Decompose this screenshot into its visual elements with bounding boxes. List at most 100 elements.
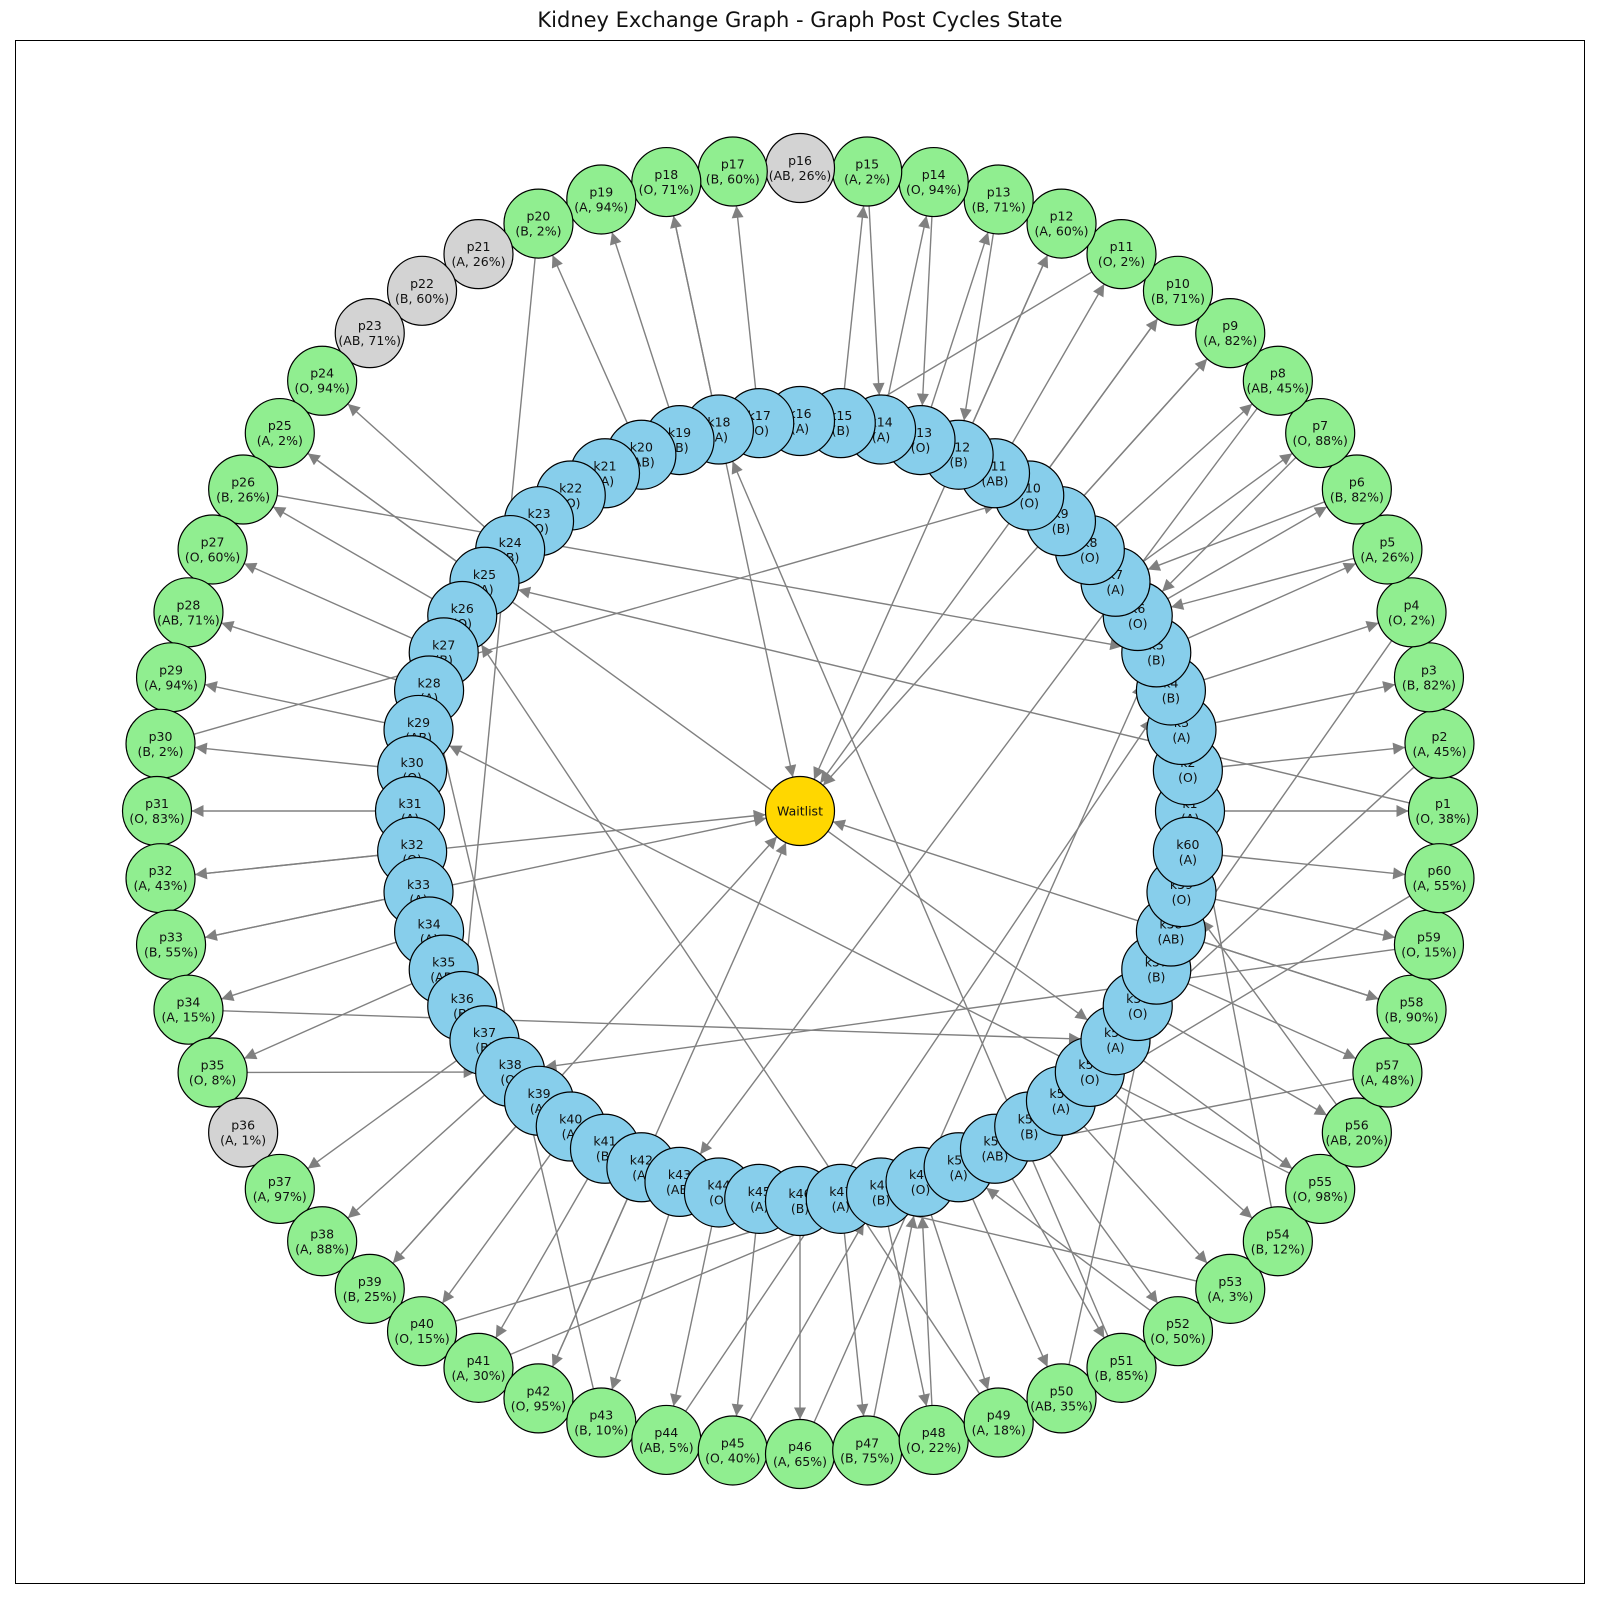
patient-node-p54[interactable]: p54(B, 12%) bbox=[1242, 1206, 1313, 1277]
patient-node-p55[interactable]: p55(O, 98%) bbox=[1285, 1153, 1356, 1225]
patient-node-p14[interactable]: p14(O, 94%) bbox=[898, 146, 969, 218]
patient-node-p12[interactable]: p12(A, 60%) bbox=[1026, 188, 1097, 259]
patient-node-p25-label: p25(A, 2%) bbox=[257, 418, 303, 448]
patient-node-p16[interactable]: p16(AB, 26%) bbox=[764, 132, 836, 204]
edge-k41-p41 bbox=[495, 1178, 589, 1339]
patient-node-p39[interactable]: p39(B, 25%) bbox=[334, 1253, 405, 1324]
patient-node-p25[interactable]: p25(A, 2%) bbox=[244, 397, 315, 469]
patient-node-p52[interactable]: p52(O, 50%) bbox=[1142, 1296, 1214, 1367]
patient-node-p42-label: p42(O, 95%) bbox=[511, 1383, 566, 1413]
patient-node-p48-circle bbox=[898, 1404, 969, 1476]
patient-node-p34[interactable]: p34(A, 15%) bbox=[153, 974, 224, 1045]
edge-k19-p19 bbox=[609, 232, 670, 408]
patient-node-p28-circle bbox=[153, 577, 224, 648]
patient-node-p13-label: p13(B, 71%) bbox=[972, 184, 1026, 214]
waitlist-node[interactable]: Waitlist bbox=[764, 775, 836, 847]
patient-node-p2[interactable]: p2(A, 45%) bbox=[1404, 708, 1475, 779]
patient-node-p35[interactable]: p35(O, 8%) bbox=[177, 1037, 248, 1108]
patient-node-p3[interactable]: p3(B, 82%) bbox=[1393, 642, 1465, 713]
patient-node-p19[interactable]: p19(A, 94%) bbox=[566, 164, 637, 235]
patient-node-p42[interactable]: p42(O, 95%) bbox=[503, 1363, 574, 1434]
patient-node-p23[interactable]: p23(AB, 71%) bbox=[334, 298, 405, 369]
patient-node-p59[interactable]: p59(O, 15%) bbox=[1393, 909, 1465, 980]
patient-node-p8[interactable]: p8(AB, 45%) bbox=[1242, 345, 1313, 416]
patient-node-p26[interactable]: p26(B, 26%) bbox=[208, 454, 279, 525]
edge-p7-k6 bbox=[1161, 456, 1297, 593]
patient-node-p8-label: p8(AB, 45%) bbox=[1247, 366, 1310, 396]
patient-node-p31[interactable]: p31(O, 83%) bbox=[121, 775, 193, 847]
patient-node-p46[interactable]: p46(A, 65%) bbox=[764, 1418, 836, 1490]
patient-node-p4[interactable]: p4(O, 2%) bbox=[1376, 577, 1447, 648]
patient-node-p49[interactable]: p49(A, 18%) bbox=[963, 1387, 1034, 1458]
patient-node-p35-circle bbox=[177, 1037, 248, 1108]
patient-node-p49-circle bbox=[963, 1387, 1034, 1458]
patient-node-p50[interactable]: p50(AB, 35%) bbox=[1026, 1363, 1097, 1434]
edge-k4-p4 bbox=[1203, 620, 1379, 681]
patient-node-p45[interactable]: p45(O, 40%) bbox=[697, 1415, 768, 1486]
patient-node-p13[interactable]: p13(B, 71%) bbox=[963, 164, 1034, 235]
patient-node-p18[interactable]: p18(O, 71%) bbox=[631, 146, 702, 218]
patient-node-p60[interactable]: p60(A, 55%) bbox=[1404, 843, 1475, 914]
patient-node-p33[interactable]: p33(B, 55%) bbox=[135, 909, 207, 980]
patient-node-p48[interactable]: p48(O, 22%) bbox=[898, 1404, 969, 1476]
patient-node-p57[interactable]: p57(A, 48%) bbox=[1352, 1037, 1423, 1108]
patient-node-p10[interactable]: p10(B, 71%) bbox=[1142, 255, 1214, 326]
patient-node-p51[interactable]: p51(B, 85%) bbox=[1086, 1332, 1157, 1403]
edge-k26-p26 bbox=[272, 506, 433, 600]
patient-node-p25-circle bbox=[244, 397, 315, 469]
patient-node-p52-label: p52(O, 50%) bbox=[1150, 1316, 1205, 1346]
patient-node-p28-label: p28(AB, 71%) bbox=[157, 597, 220, 627]
patient-node-p1[interactable]: p1(O, 38%) bbox=[1407, 775, 1479, 847]
patient-node-p14-label: p14(O, 94%) bbox=[906, 167, 961, 197]
patient-node-p29[interactable]: p29(A, 94%) bbox=[135, 642, 207, 713]
patient-node-p35-label: p35(O, 8%) bbox=[189, 1058, 236, 1088]
patient-node-p18-label: p18(O, 71%) bbox=[639, 167, 694, 197]
patient-node-p43[interactable]: p43(B, 10%) bbox=[566, 1387, 637, 1458]
patient-node-p22[interactable]: p22(B, 60%) bbox=[386, 255, 458, 326]
patient-node-p55-label: p55(O, 98%) bbox=[1293, 1174, 1348, 1204]
patient-node-p28[interactable]: p28(AB, 71%) bbox=[153, 577, 224, 648]
donor-node-k60[interactable]: k60(A) bbox=[1152, 816, 1223, 887]
patient-node-p24[interactable]: p24(O, 94%) bbox=[287, 345, 358, 416]
patient-node-p44[interactable]: p44(AB, 5%) bbox=[631, 1404, 702, 1476]
patient-node-p11[interactable]: p11(O, 2%) bbox=[1086, 219, 1157, 290]
patient-node-p58-label: p58(B, 90%) bbox=[1384, 995, 1438, 1025]
edge-k13-p13 bbox=[930, 232, 991, 408]
patient-node-p37[interactable]: p37(A, 97%) bbox=[244, 1153, 315, 1225]
patient-node-p31-label: p31(O, 83%) bbox=[129, 796, 184, 826]
patient-node-p32-label: p32(A, 43%) bbox=[133, 863, 187, 893]
patient-node-p20-circle bbox=[503, 188, 574, 259]
patient-node-p12-circle bbox=[1026, 188, 1097, 259]
edge-p57-k51 bbox=[1028, 1078, 1354, 1146]
edge-k50-p50 bbox=[972, 1198, 1049, 1368]
patient-node-p17[interactable]: p17(B, 60%) bbox=[697, 136, 768, 207]
waitlist-node-circle bbox=[764, 775, 836, 847]
patient-node-p32[interactable]: p32(A, 43%) bbox=[125, 843, 196, 914]
patient-node-p47[interactable]: p47(B, 75%) bbox=[832, 1415, 903, 1486]
donor-node-k44-label: k44(O) bbox=[707, 1177, 730, 1207]
patient-node-p6[interactable]: p6(B, 82%) bbox=[1321, 454, 1392, 525]
patient-node-p9[interactable]: p9(A, 82%) bbox=[1195, 298, 1266, 369]
patient-node-p40[interactable]: p40(O, 15%) bbox=[386, 1296, 458, 1367]
patient-node-p38[interactable]: p38(A, 88%) bbox=[287, 1206, 358, 1277]
patient-node-p58[interactable]: p58(B, 90%) bbox=[1376, 974, 1447, 1045]
patient-node-p53[interactable]: p53(A, 3%) bbox=[1195, 1253, 1266, 1324]
patient-node-p56[interactable]: p56(AB, 20%) bbox=[1321, 1097, 1392, 1168]
patient-node-p9-circle bbox=[1195, 298, 1266, 369]
patient-node-p27-label: p27(O, 60%) bbox=[185, 534, 240, 564]
patient-node-p15[interactable]: p15(A, 2%) bbox=[832, 136, 903, 207]
edge-p56-k59 bbox=[1201, 919, 1338, 1106]
patient-node-p21[interactable]: p21(A, 26%) bbox=[443, 219, 514, 290]
patient-node-p27[interactable]: p27(O, 60%) bbox=[177, 514, 248, 585]
edge-p10-Waitlist bbox=[819, 318, 1159, 784]
patient-node-p5[interactable]: p5(A, 26%) bbox=[1352, 514, 1423, 585]
patient-node-p41[interactable]: p41(A, 30%) bbox=[443, 1332, 514, 1403]
patient-node-p36[interactable]: p36(A, 1%) bbox=[208, 1097, 279, 1168]
edge-k24-p24 bbox=[347, 403, 486, 528]
edge-k15-p15 bbox=[843, 205, 869, 389]
patient-node-p30[interactable]: p30(B, 2%) bbox=[125, 708, 196, 779]
patient-node-p7[interactable]: p7(O, 88%) bbox=[1285, 397, 1356, 469]
patient-node-p5-circle bbox=[1352, 514, 1423, 585]
patient-node-p20[interactable]: p20(B, 2%) bbox=[503, 188, 574, 259]
patient-node-p54-circle bbox=[1242, 1206, 1313, 1277]
